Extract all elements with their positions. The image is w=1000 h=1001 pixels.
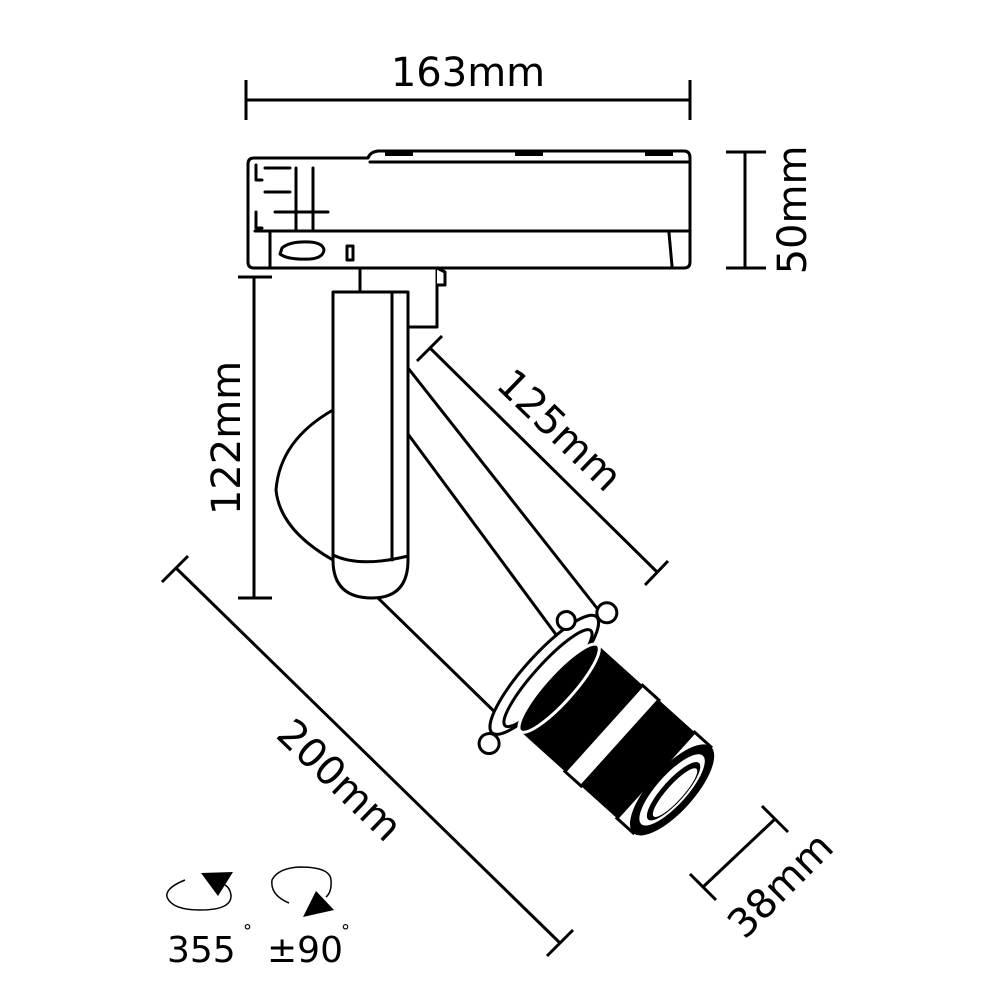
dimension-163mm: 163mm [244,50,692,120]
dimension-200mm: 200mm [160,554,575,958]
dimension-50mm: 50mm [726,146,816,275]
mounting-arm [331,266,447,600]
dimension-125mm: 125mm [415,334,670,587]
label-50mm: 50mm [770,146,816,275]
vertical-rotation-icon [271,866,334,917]
vertical-rotation-value: ±90 [267,930,343,971]
horizontal-rotation-value: 355 [167,930,236,971]
label-200mm: 200mm [268,711,411,851]
degree-symbol: ° [243,921,252,942]
horizontal-rotation-icon [166,872,233,911]
label-38mm: 38mm [719,824,843,948]
label-125mm: 125mm [488,361,631,501]
lens-head [477,601,715,836]
label-163mm: 163mm [391,50,545,96]
dimension-38mm: 38mm [688,804,843,948]
dimension-122mm: 122mm [204,275,272,600]
fixture-body [274,366,602,724]
degree-symbol: ° [341,921,350,942]
track-adapter [246,149,692,270]
label-122mm: 122mm [204,361,250,515]
